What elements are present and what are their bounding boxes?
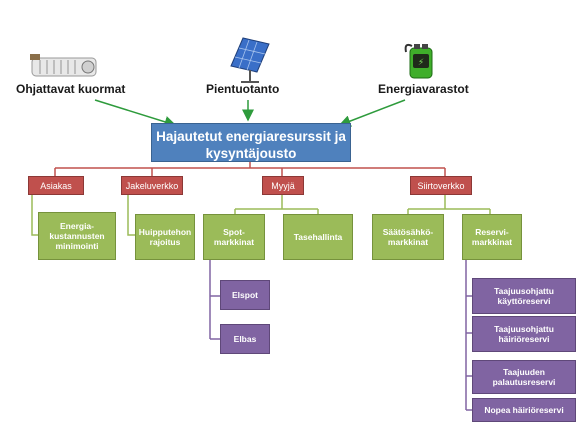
label-energy-storage: Energiavarastot xyxy=(378,82,469,96)
main-title-box: Hajautetut energiaresurssit ja kysyntäjo… xyxy=(151,123,351,162)
category-bus xyxy=(54,162,446,176)
category-seller: Myyjä xyxy=(262,176,304,195)
arrow-storage xyxy=(338,99,406,127)
svg-text:⚡: ⚡ xyxy=(418,58,424,68)
node-elbas: Elbas xyxy=(220,324,270,354)
node-frr: Taajuuden palautusreservi xyxy=(472,360,576,394)
node-elspot: Elspot xyxy=(220,280,270,310)
category-customer: Asiakas xyxy=(28,176,84,195)
green-connectors xyxy=(31,195,491,236)
battery-icon: ⚡ xyxy=(402,40,436,80)
label-small-production: Pientuotanto xyxy=(206,82,280,96)
purple-connectors xyxy=(209,260,472,411)
node-fcr-d: Taajuusohjattu häiriöreservi xyxy=(472,316,576,352)
solar-panel-icon xyxy=(225,36,271,84)
node-energy-cost-minimization: Energia- kustannusten minimointi xyxy=(38,212,116,260)
category-distribution: Jakeluverkko xyxy=(121,176,183,195)
node-spot-markets: Spot-markkinat xyxy=(203,214,265,260)
node-ffr: Nopea häiriöreservi xyxy=(472,398,576,422)
node-peak-power-limit: Huipputehon rajoitus xyxy=(135,214,195,260)
label-controllable-loads: Ohjattavat kuormat xyxy=(16,82,126,96)
node-fcr-n: Taajuusohjattu käyttöreservi xyxy=(472,278,576,314)
radiator-icon xyxy=(30,52,100,80)
node-reserve-markets: Reservi- markkinat xyxy=(462,214,522,260)
category-transmission: Siirtoverkko xyxy=(410,176,472,195)
node-regulating-power-markets: Säätösähkö- markkinat xyxy=(372,214,444,260)
node-balance-management: Tasehallinta xyxy=(283,214,353,260)
arrow-loads xyxy=(94,99,177,128)
